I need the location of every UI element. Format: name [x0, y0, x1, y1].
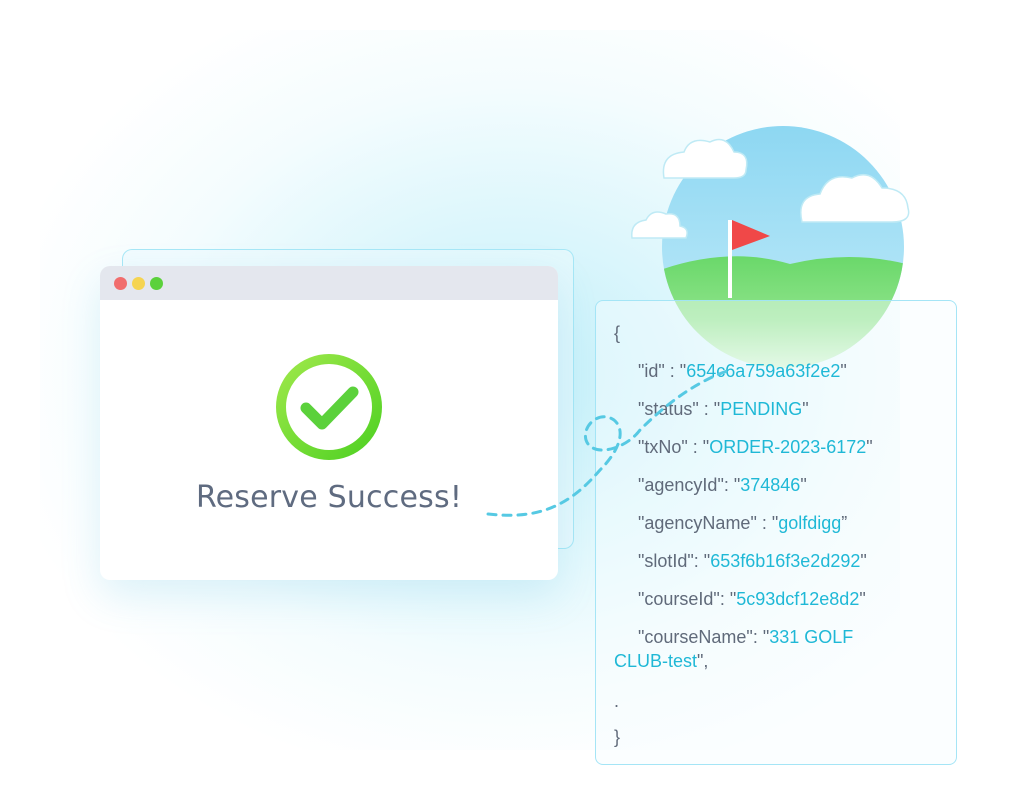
json-line-coursename: "courseName": "331 GOLF: [638, 627, 854, 647]
json-close-brace: }: [614, 727, 621, 747]
reserve-success-message: Reserve Success!: [195, 480, 463, 515]
browser-title-bar: [100, 266, 558, 300]
json-line-id: "id" : "654c6a759a63f2e2": [638, 361, 847, 381]
close-dot-icon: [114, 276, 127, 290]
golf-course-icon: [660, 124, 906, 370]
json-response-card: { "id" : "654c6a759a63f2e2" "status" : "…: [595, 300, 957, 765]
json-line-agencyid: "agencyId": "374846": [638, 475, 807, 495]
json-line-courseid: "courseId": "5c93dcf12e8d2": [638, 589, 866, 609]
json-line-slotid: "slotId": "653f6b16f3e2d292": [638, 551, 867, 571]
browser-window: Reserve Success!: [100, 266, 558, 580]
check-circle-icon: [274, 352, 384, 462]
json-line-coursename-cont: CLUB-test",: [614, 651, 709, 671]
json-line-txno: "txNo" : "ORDER-2023-6172": [638, 437, 873, 457]
json-open-brace: {: [614, 323, 621, 343]
json-ellipsis: .: [614, 691, 620, 711]
json-line-status: "status" : "PENDING": [638, 399, 809, 419]
minimize-dot-icon: [132, 276, 145, 290]
maximize-dot-icon: [150, 276, 163, 290]
json-line-agencyname: "agencyName" : "golfdigg”: [638, 513, 848, 533]
